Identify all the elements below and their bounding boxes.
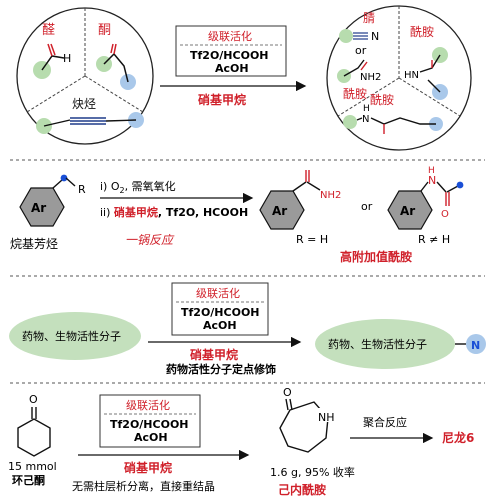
section-3: 级联活化 Tf2O/HCOOH AcOH 药物、生物活性分子 硝基甲烷 药物活性… (9, 282, 486, 376)
amide-label-1: 酰胺 (343, 87, 367, 101)
or-label-2: or (361, 200, 373, 213)
nitromethane-3: 硝基甲烷 (190, 347, 238, 362)
r-label: R (78, 183, 86, 196)
box-title-4: 级联活化 (126, 398, 170, 412)
substrate-label: 烷基芳烃 (10, 237, 58, 251)
reagent-box-3 (171, 282, 269, 336)
caprolactam: O NH (279, 386, 338, 453)
bottom-amide-h: H (363, 104, 370, 114)
ketone-structure (96, 43, 136, 90)
reagent-box (175, 25, 287, 77)
product2-n: N (428, 174, 436, 187)
product-ar: Ar (272, 204, 287, 218)
bioactive-left-label: 药物、生物活性分子 (22, 329, 121, 343)
box-title-3: 级联活化 (196, 286, 240, 300)
bioactive-ellipse-right (315, 319, 455, 369)
reagent-line1: Tf2O/HCOOH (190, 49, 269, 62)
secondary-amide-structure: HN (404, 47, 448, 100)
n-badge-label: N (471, 339, 480, 352)
reagent-box-4 (99, 394, 201, 448)
cyclohexanone: O (17, 393, 51, 457)
product2-o: O (441, 209, 449, 220)
ketone-label: 酮 (98, 23, 111, 38)
section-4: O 15 mmol 环己酮 级联活化 Tf2O/HCOOH AcOH 硝基甲烷 … (8, 386, 474, 497)
substrate-arene: Ar R (19, 174, 86, 227)
amide-label-3: 酰胺 (370, 93, 394, 107)
primary-amide-structure: NH2 (337, 59, 381, 83)
product-label-4: 己内酰胺 (278, 482, 326, 497)
amount-label: 15 mmol (8, 460, 57, 473)
anilide-product: Ar H N O (387, 166, 464, 230)
section4-caption: 无需柱层析分离，直接重结晶 (72, 479, 215, 493)
bottom-amide-n: N (362, 114, 369, 125)
reagent3-line2: AcOH (203, 319, 237, 332)
nylon6-label: 尼龙6 (442, 430, 474, 445)
nitromethane-4: 硝基甲烷 (124, 460, 172, 475)
bioactive-ellipse-left (9, 312, 141, 360)
alkyne-label: 炔烃 (72, 97, 96, 111)
bottom-amide-structure: H N (343, 104, 443, 134)
product2-ar: Ar (400, 204, 415, 218)
reagent4-line1: Tf2O/HCOOH (110, 418, 189, 431)
one-pot-label: 一锅反应 (125, 233, 175, 247)
nitrile-n: N (371, 30, 379, 43)
r-neq-h: R ≠ H (418, 233, 450, 246)
circle-divider (84, 75, 144, 113)
r-eq-h: R = H (296, 233, 328, 246)
product-nh2: NH2 (320, 190, 341, 201)
bioactive-right-label: 药物、生物活性分子 (328, 337, 427, 351)
section3-caption: 药物活性分子定点修饰 (166, 362, 276, 376)
amide-hn: HN (404, 70, 419, 81)
step2: ii) 硝基甲烷, Tf2O, HCOOH (100, 205, 248, 219)
reagent3-line1: Tf2O/HCOOH (181, 306, 260, 319)
ar-label: Ar (31, 201, 46, 215)
lactam-o: O (283, 386, 292, 399)
product-label: 高附加值酰胺 (340, 249, 412, 264)
polymerization-label: 聚合反应 (363, 415, 407, 429)
substrate-label-4: 环己酮 (12, 474, 45, 487)
benzamide-product: Ar NH2 (259, 170, 341, 230)
circle-divider (26, 75, 86, 113)
nitromethane-label: 硝基甲烷 (198, 92, 246, 107)
reagent4-line2: AcOH (134, 431, 168, 444)
benzylic-dot (60, 174, 68, 182)
amide-nh2: NH2 (360, 72, 381, 83)
yield-label: 1.6 g, 95% 收率 (270, 465, 355, 479)
section-1: 醛 酮 炔烃 H 级联活化 (16, 5, 472, 151)
ketone-o: O (29, 393, 38, 406)
aldehyde-label: 醛 (42, 22, 55, 38)
product2-h: H (428, 166, 435, 176)
nitrile-label: 腈 (363, 11, 375, 25)
aldehyde-structure: H (33, 43, 71, 79)
step1: i) O2, 需氧氧化 (100, 179, 176, 195)
lactam-nh: NH (318, 411, 335, 424)
carbonyl-dot (456, 181, 464, 189)
alkyne-structure (36, 112, 144, 134)
reagent-line2: AcOH (215, 62, 249, 75)
n-badge (466, 334, 486, 354)
amide-label-2: 酰胺 (410, 25, 434, 39)
box-title: 级联活化 (208, 29, 252, 43)
section-2: Ar R 烷基芳烃 i) O2, 需氧氧化 ii) 硝基甲烷, Tf2O, HC… (10, 166, 464, 264)
aldehyde-h: H (63, 52, 71, 65)
nitrile-structure: N (339, 29, 379, 43)
or-label: or (355, 44, 367, 57)
